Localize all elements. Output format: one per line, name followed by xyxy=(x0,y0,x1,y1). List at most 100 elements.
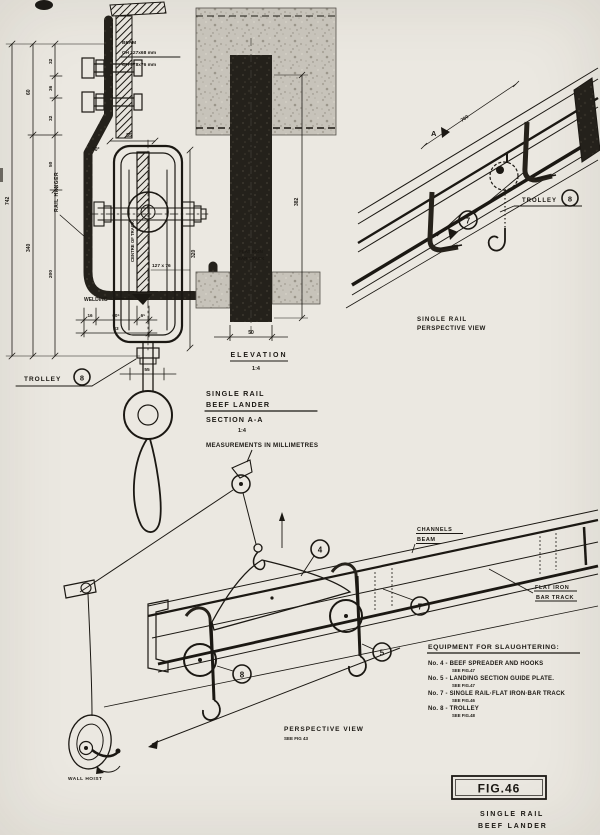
pulley xyxy=(231,474,251,494)
dim-60: 60 xyxy=(26,89,32,95)
hanging-hook xyxy=(487,228,506,252)
concrete-slab-bottom-left xyxy=(195,271,231,309)
equipment-item-ref: SEE FIG.47 xyxy=(452,683,476,688)
equipment-item: No. 8 - TROLLEY xyxy=(428,706,479,712)
wall-hoist-label: WALL HOIST xyxy=(68,776,103,782)
beam-label: BEAM xyxy=(122,40,136,46)
channels-label: CHANNELS xyxy=(417,527,452,533)
hoist-rope xyxy=(79,489,234,593)
section-view: 742 60 340 32 36 32 50 200 55 30° 320 12… xyxy=(5,1,318,533)
angle-label: 30° xyxy=(92,147,100,153)
dim-36: 36 xyxy=(48,85,54,91)
track-label-1: FLAT IRON xyxy=(239,249,263,254)
dim-overall: 742 xyxy=(5,196,11,205)
main-perspective-view: WALL HOIST 4 5 7 8 CHANNELS BEAM xyxy=(63,449,599,782)
callout-4-badge xyxy=(310,539,330,559)
trolley-label: TROLLEY xyxy=(522,198,557,204)
callout-7: 7 xyxy=(466,217,471,226)
wall-bracket xyxy=(63,579,97,599)
dim-bolt-55: 55 xyxy=(144,367,150,373)
equipment-item: No. 7 - SINGLE RAIL·FLAT IRON·BAR TRACK xyxy=(428,691,565,697)
weld-bead xyxy=(132,294,152,305)
flat-iron-label-2: BAR TRACK xyxy=(536,595,574,601)
up-arrow-icon xyxy=(279,512,285,521)
dim-track-section: 127 x 76 xyxy=(152,263,171,269)
beam-spec-1: CH 127x68 mm xyxy=(122,50,156,56)
rotate-arrow-icon xyxy=(96,766,104,774)
dim-200: 200 xyxy=(48,270,54,278)
figure-number: FIG.46 xyxy=(478,782,521,796)
rail-perspective-view: 700 A 7 TROLLEY 8 SINGLE RAIL PERSPECTIV… xyxy=(345,67,600,332)
dim-top-55: 55 xyxy=(126,133,132,139)
pulley-bracket xyxy=(231,459,253,479)
section-scale: 1:4 xyxy=(238,428,247,434)
figure-label: FIG.46 SINGLE RAIL BEEF LANDER xyxy=(451,775,548,830)
dim-340: 340 xyxy=(26,243,32,252)
dim-b16: 16 xyxy=(87,313,93,318)
dim-700: 700 xyxy=(460,114,470,124)
rail-perspective-title-2: PERSPECTIVE VIEW xyxy=(417,325,486,332)
beef-spreader-plate xyxy=(211,559,352,631)
dim-32b: 32 xyxy=(48,115,54,121)
beam-web xyxy=(115,15,133,139)
paper-artifact xyxy=(0,168,3,182)
section-arrow-icon xyxy=(448,228,458,240)
welding-label: WELDING xyxy=(84,297,108,303)
callout-8: 8 xyxy=(568,195,572,204)
hanging-hook xyxy=(348,655,367,677)
beam-spec-2: CH 178x76 mm xyxy=(122,62,156,68)
callout-5-badge xyxy=(372,642,392,662)
dim-50w: 50 xyxy=(248,330,254,336)
figure-caption-2: BEEF LANDER xyxy=(478,823,548,830)
paper-artifact xyxy=(35,0,53,10)
end-stop xyxy=(582,526,588,566)
lifting-rope xyxy=(242,492,257,545)
callout-8-badge xyxy=(73,368,91,386)
section-marker-a: A xyxy=(431,129,437,138)
section-arrow-icon xyxy=(441,127,450,138)
dim-b83: 83 xyxy=(113,326,119,331)
beef-hook xyxy=(132,438,162,533)
dim-320: 320 xyxy=(191,249,197,258)
beam-label: BEAM xyxy=(417,537,436,543)
rail-bracket xyxy=(427,191,459,253)
figure-caption-1: SINGLE RAIL xyxy=(480,811,544,818)
elevation-title: ELEVATION xyxy=(230,352,287,359)
trolley-label: TROLLEY xyxy=(24,376,61,383)
concrete-slab-bottom-right xyxy=(271,271,321,305)
flat-iron-label-1: FLAT IRON xyxy=(535,585,569,591)
channel-end-section xyxy=(147,599,169,673)
section-title-1: SINGLE RAIL xyxy=(206,389,265,398)
equipment-item-ref: SEE FIG.47 xyxy=(452,668,476,673)
callout-7-badge xyxy=(458,210,478,230)
section-title-3: SECTION A-A xyxy=(206,415,263,424)
equipment-item: No. 5 - LANDING SECTION GUIDE PLATE. xyxy=(428,676,554,682)
beam-top-flange xyxy=(109,1,167,17)
dim-b65: 6⁵ xyxy=(141,313,146,318)
dim-382: 382 xyxy=(294,197,300,206)
trolley-wheel xyxy=(329,599,363,633)
dimension-lines-left xyxy=(5,40,141,360)
elevation-scale: 1:4 xyxy=(252,366,261,372)
rail-end-cap xyxy=(573,77,600,163)
flat-iron-track-section xyxy=(136,151,150,293)
rail-bracket xyxy=(522,121,553,183)
callout-7: 7 xyxy=(418,603,423,612)
callout-5: 5 xyxy=(380,649,385,658)
trolley-shackle xyxy=(123,341,173,533)
spreader-hook xyxy=(252,551,266,571)
callout-8: 8 xyxy=(80,374,84,383)
pointer-arrow-icon xyxy=(148,740,158,749)
dim-b605: 60⁵ xyxy=(112,313,119,318)
trolley-bracket xyxy=(330,562,360,607)
section-title-2: BEEF LANDER xyxy=(206,400,270,409)
callout-7-badge xyxy=(410,596,430,616)
callout-8: 8 xyxy=(240,671,245,680)
dim-50: 50 xyxy=(48,161,54,167)
hoist-rope-down xyxy=(87,593,93,717)
units-note: MEASUREMENTS IN MILLIMETRES xyxy=(206,442,318,449)
dimension-lines-bottom xyxy=(75,305,158,338)
figure-number-box xyxy=(451,775,547,800)
